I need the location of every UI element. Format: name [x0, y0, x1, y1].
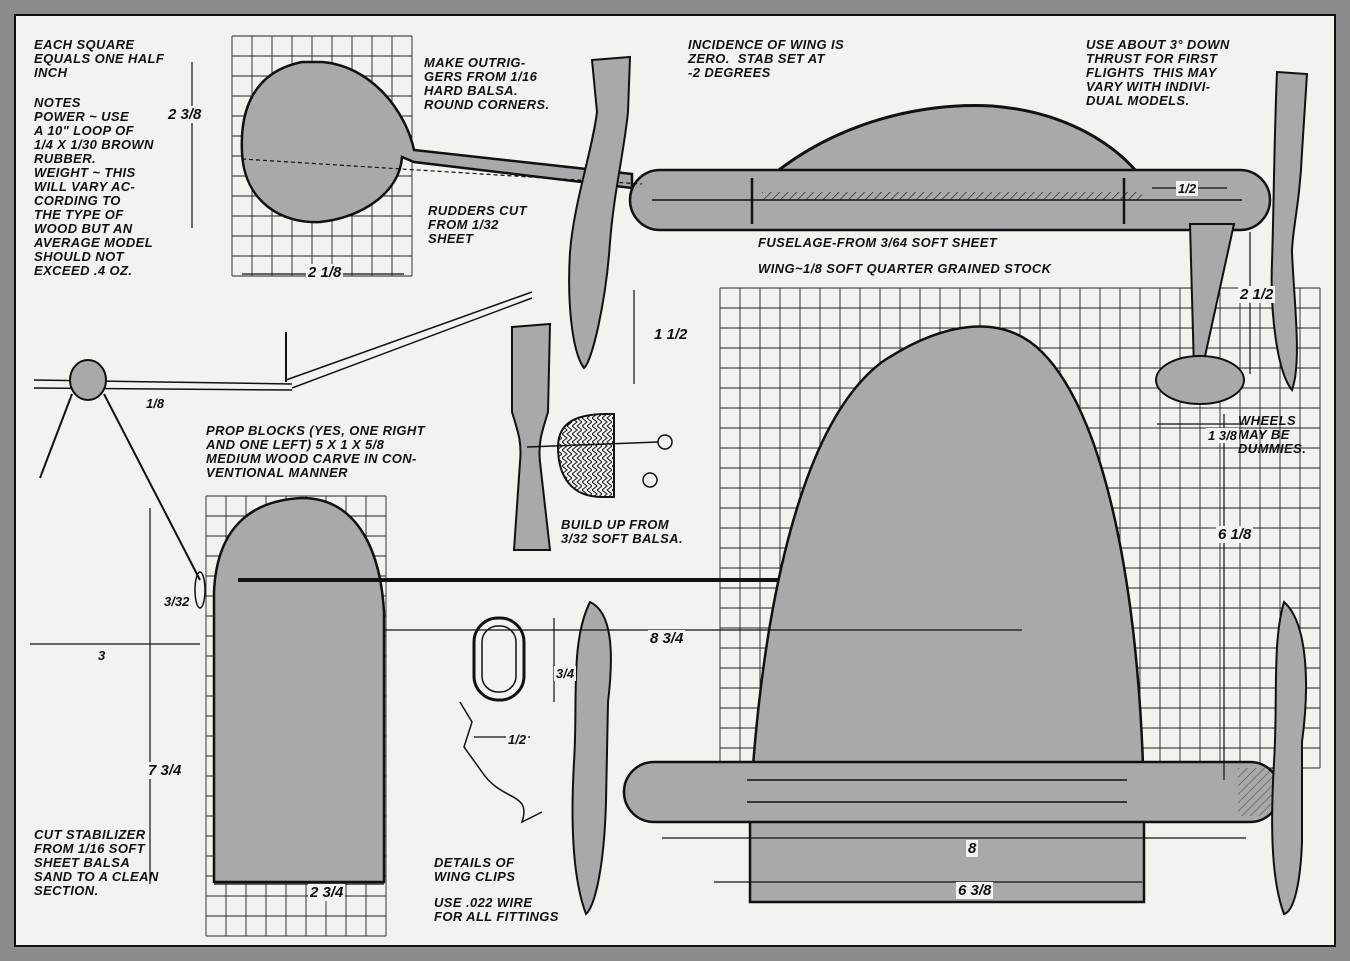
dim-stab-chord: 3: [96, 648, 108, 663]
rear-prop-side: [568, 55, 632, 370]
note-incidence: INCIDENCE OF WING IS ZERO. STAB SET AT -…: [688, 37, 845, 80]
dim-clip-height: 3/4: [554, 666, 577, 681]
note-prop-blocks: PROP BLOCKS (YES, ONE RIGHT AND ONE LEFT…: [206, 423, 426, 480]
dim-outrigger: 1/8: [144, 396, 167, 411]
dim-rudder-width: 2 1/8: [306, 264, 344, 281]
note-wire: USE .022 WIRE FOR ALL FITTINGS: [434, 895, 559, 924]
dim-fuse-chord: 8 3/4: [648, 630, 686, 647]
stabilizer-plan: [212, 496, 386, 884]
dim-wheel: 1 3/8: [1206, 428, 1239, 443]
note-wing: WING~1/8 SOFT QUARTER GRAINED STOCK: [758, 261, 1052, 276]
note-stabilizer: CUT STABILIZER FROM 1/16 SOFT SHEET BALS…: [34, 827, 159, 898]
plan-sheet: EACH SQUARE EQUALS ONE HALF INCH NOTES P…: [14, 14, 1336, 947]
dim-stab-span: 7 3/4: [146, 762, 184, 779]
wheel-side: [1155, 355, 1245, 405]
prop-block-build-up: [556, 413, 615, 498]
dim-stab-edge: 3/32: [162, 594, 192, 609]
wing-clip-detail: [459, 616, 543, 824]
dim-prop-height: 1 1/2: [652, 326, 690, 343]
side-view: [240, 55, 1309, 405]
dim-tail-gap: 1/2: [1176, 181, 1199, 196]
note-wheels: WHEELS MAY BE DUMMIES.: [1238, 413, 1307, 456]
dim-stab-width: 2 3/4: [308, 884, 346, 901]
front-prop-side: [1270, 70, 1309, 392]
dim-fuse-length: 8: [966, 840, 979, 857]
note-wing-clips: DETAILS OF WING CLIPS: [434, 855, 516, 884]
wing-plan: [748, 325, 1146, 904]
model-plan-drawing: [30, 35, 1321, 937]
note-build-up: BUILD UP FROM 3/32 SOFT BALSA.: [561, 517, 683, 546]
dim-gear-height: 2 1/2: [1238, 286, 1276, 303]
dim-clip-width: 1/2: [506, 732, 529, 747]
note-power: NOTES POWER ~ USE A 10" LOOP OF 1/4 X 1/…: [34, 95, 154, 278]
prop-hub-detail: [511, 322, 673, 551]
rear-prop-plan: [571, 600, 612, 916]
front-view: [33, 291, 533, 609]
note-fuselage: FUSELAGE-FROM 3/64 SOFT SHEET: [758, 235, 998, 250]
note-rudders: RUDDERS CUT FROM 1/32 SHEET: [428, 203, 528, 246]
rudder-side: [240, 60, 634, 224]
dim-wing-root: 6 3/8: [956, 882, 994, 899]
wing-chord-hatch: [762, 192, 1142, 200]
front-prop-plan: [1271, 600, 1307, 916]
fuselage-plan: [622, 760, 1282, 824]
note-outriggers: MAKE OUTRIG- GERS FROM 1/16 HARD BALSA. …: [424, 55, 550, 112]
dim-wing-span: 6 1/8: [1216, 526, 1254, 543]
note-scale: EACH SQUARE EQUALS ONE HALF INCH: [34, 37, 165, 80]
dim-rudder-height: 2 3/8: [166, 106, 204, 123]
note-downthrust: USE ABOUT 3° DOWN THRUST FOR FIRST FLIGH…: [1086, 37, 1230, 108]
dimension-lines: [30, 62, 1251, 885]
